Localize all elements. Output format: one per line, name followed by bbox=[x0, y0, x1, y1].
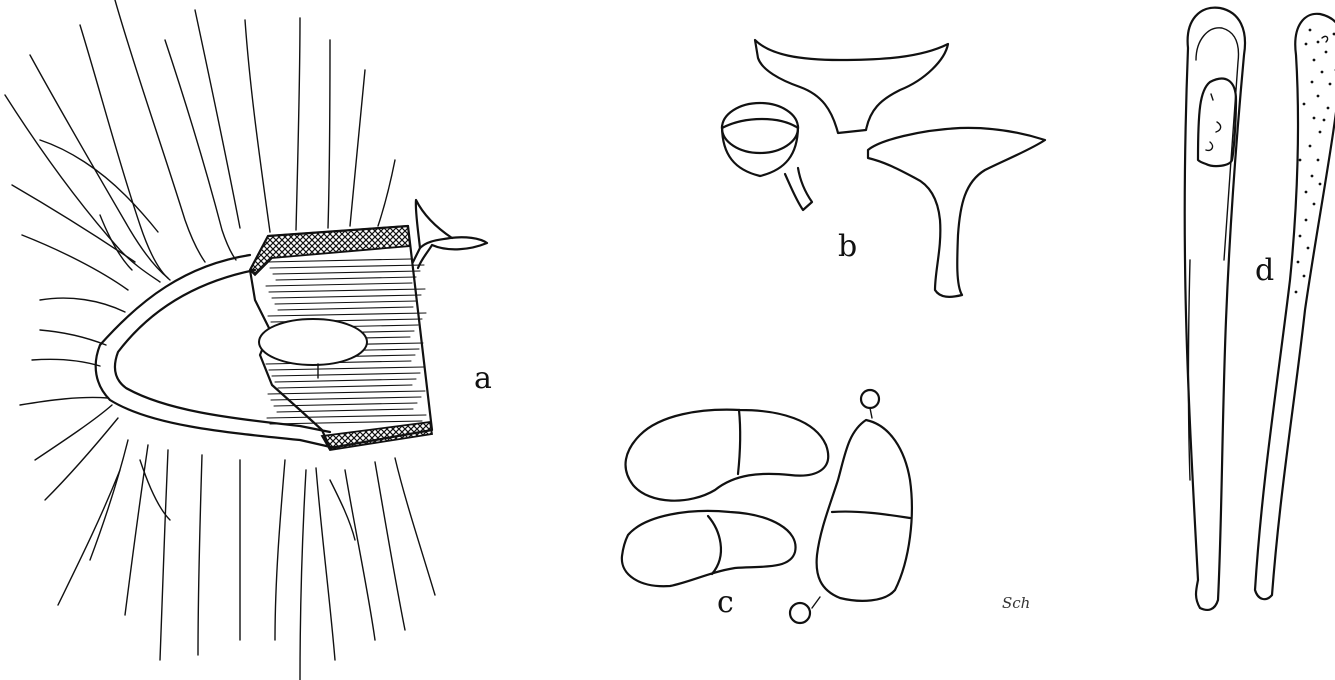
stipple-dot bbox=[1305, 191, 1308, 194]
hatch-line bbox=[268, 313, 426, 316]
stipple-dot bbox=[1303, 103, 1306, 106]
hypha-strand bbox=[296, 18, 300, 230]
stipple-dot bbox=[1309, 145, 1312, 148]
ascus-left bbox=[1185, 8, 1245, 610]
stipple-dot bbox=[1297, 261, 1300, 264]
hatch-line bbox=[275, 379, 416, 382]
hypha-strand bbox=[198, 455, 202, 655]
hatch-line bbox=[278, 385, 412, 388]
label-b: b bbox=[838, 232, 857, 262]
hatch-line bbox=[278, 307, 413, 310]
hypha-strand bbox=[375, 462, 405, 630]
stipple-dot bbox=[1313, 203, 1316, 206]
hypha-strand bbox=[328, 40, 330, 228]
stipple-dot bbox=[1327, 107, 1330, 110]
stipple-dot bbox=[1307, 247, 1310, 250]
ascus-right bbox=[1255, 14, 1335, 599]
spore-2 bbox=[622, 511, 796, 586]
stipple-dot bbox=[1323, 119, 1326, 122]
apothecium-top bbox=[755, 40, 948, 133]
label-d: d bbox=[1255, 256, 1274, 286]
apothecium-right bbox=[868, 128, 1045, 297]
stipple-dot bbox=[1311, 175, 1314, 178]
hatch-line bbox=[266, 283, 412, 286]
hatch-line bbox=[269, 367, 424, 370]
hypha-strand bbox=[40, 298, 125, 312]
stipple-dot bbox=[1329, 83, 1332, 86]
stipple-dot bbox=[1317, 95, 1320, 98]
spore-1 bbox=[626, 410, 829, 501]
hypha-strand bbox=[378, 160, 395, 226]
hypha-strand bbox=[350, 70, 365, 226]
hypha-strand bbox=[45, 418, 118, 500]
stipple-dot bbox=[1305, 43, 1308, 46]
hatch-line bbox=[272, 373, 420, 376]
stipple-dot bbox=[1305, 219, 1308, 222]
hypha-strand bbox=[22, 235, 128, 290]
stipple-dot bbox=[1299, 159, 1302, 162]
hatch-line bbox=[267, 415, 426, 418]
hatch-line bbox=[277, 409, 413, 412]
hypha-strand bbox=[245, 20, 270, 232]
hatch-line bbox=[268, 391, 425, 394]
hypha-strand bbox=[5, 95, 160, 282]
hypha-strand bbox=[345, 470, 375, 640]
hypha-strand bbox=[115, 0, 205, 262]
hypha-strand bbox=[165, 40, 236, 260]
hatch-line bbox=[271, 397, 421, 400]
hatch-line bbox=[270, 421, 422, 424]
stipple-dot bbox=[1309, 29, 1312, 32]
hatch-line bbox=[276, 277, 416, 280]
hatch-line bbox=[275, 301, 417, 304]
artist-signature: Sch bbox=[1002, 596, 1030, 611]
stipple-dot bbox=[1299, 235, 1302, 238]
hatch-line bbox=[269, 289, 425, 292]
hypha-strand bbox=[300, 470, 306, 680]
apothecium-small bbox=[722, 103, 812, 210]
hypha-strand bbox=[160, 450, 168, 660]
hypha-strand bbox=[125, 445, 148, 615]
stipple-dot bbox=[1295, 291, 1298, 294]
lower-rim bbox=[322, 422, 432, 450]
label-c: c bbox=[717, 588, 734, 618]
radiating-hyphae bbox=[5, 0, 435, 680]
figure-c-drawing bbox=[622, 390, 912, 623]
label-a: a bbox=[474, 364, 492, 394]
hypha-strand bbox=[58, 470, 120, 605]
hypha-strand bbox=[40, 140, 158, 232]
hypha-strand bbox=[90, 440, 128, 560]
stipple-dot bbox=[1313, 117, 1316, 120]
hatch-line bbox=[272, 295, 421, 298]
central-cavity bbox=[259, 319, 367, 365]
stipple-dot bbox=[1313, 59, 1316, 62]
stipple-dot bbox=[1317, 159, 1320, 162]
figure-a-drawing bbox=[5, 0, 487, 680]
hypha-strand bbox=[195, 10, 240, 228]
hypha-strand bbox=[275, 460, 285, 640]
stipple-dot bbox=[1321, 71, 1324, 74]
stipple-dot bbox=[1317, 41, 1320, 44]
stipple-dot bbox=[1319, 183, 1322, 186]
hypha-strand bbox=[40, 330, 106, 345]
hatch-line bbox=[273, 271, 420, 274]
hypha-strand bbox=[80, 25, 170, 280]
hatch-line bbox=[267, 259, 411, 262]
stipple-dot bbox=[1319, 131, 1322, 134]
figure-b-drawing bbox=[722, 40, 1045, 297]
stipple-dot bbox=[1311, 81, 1314, 84]
hypha-strand bbox=[32, 359, 100, 366]
hypha-strand bbox=[316, 468, 335, 660]
small-cup bbox=[413, 237, 487, 268]
figure-d-drawing bbox=[1185, 8, 1335, 610]
hypha-strand bbox=[395, 458, 435, 595]
stipple-dot bbox=[1325, 51, 1328, 54]
hypha-strand bbox=[20, 397, 108, 405]
hypha-strand bbox=[330, 480, 355, 540]
hatch-line bbox=[270, 265, 424, 268]
hypha-strand bbox=[35, 405, 112, 460]
stipple-dot bbox=[1303, 275, 1306, 278]
